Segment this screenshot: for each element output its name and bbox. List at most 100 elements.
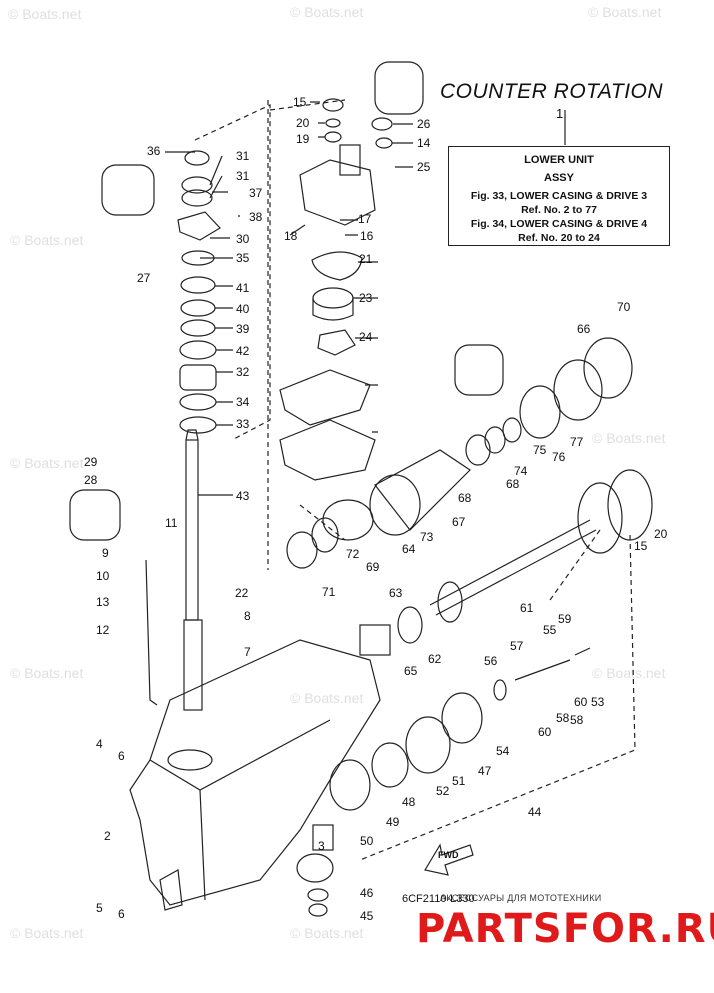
callout-number: 6	[118, 907, 125, 921]
callout-number: 66	[577, 322, 591, 336]
callout-number: 63	[389, 586, 403, 600]
callout-number: 23	[359, 291, 373, 305]
callout-number: 38	[249, 210, 263, 224]
callout-number: 67	[452, 515, 466, 529]
callout-number: 51	[452, 774, 466, 788]
callout-number: 10	[96, 569, 110, 583]
callout-number: 15	[293, 95, 307, 109]
callout-number: 69	[366, 560, 380, 574]
assembly-line-2: ASSY	[544, 172, 574, 184]
callout-number: 32	[236, 365, 250, 379]
watermark: © Boats.net	[588, 4, 662, 20]
callout-number: 58	[570, 713, 584, 727]
callout-number: 55	[543, 623, 557, 637]
assembly-line-3: Fig. 33, LOWER CASING & DRIVE 3	[470, 190, 648, 202]
callout-number: 29	[84, 455, 98, 469]
callout-number: 4	[96, 737, 103, 751]
watermark: © Boats.net	[592, 430, 666, 446]
callout-number: 7	[244, 645, 251, 659]
callout-number: 31	[236, 149, 250, 163]
diagram-code: 6CF2110-L330	[402, 893, 475, 905]
callout-number: 77	[570, 435, 584, 449]
callout-number: 17	[358, 212, 372, 226]
callout-number: 19	[296, 132, 310, 146]
watermark: © Boats.net	[10, 232, 84, 248]
callout-number: 33	[236, 417, 250, 431]
callout-number: 9	[102, 546, 109, 560]
callout-number: 14	[417, 136, 431, 150]
callout-number: 37	[249, 186, 263, 200]
assembly-line-5: Fig. 34, LOWER CASING & DRIVE 4	[470, 218, 648, 230]
callout-number: 39	[236, 322, 250, 336]
assembly-line-6: Ref. No. 20 to 24	[518, 232, 600, 244]
promo-text: АКСЕССУАРЫ ДЛЯ МОТОТЕХНИКИ	[440, 893, 602, 903]
callout-number: 30	[236, 232, 250, 246]
callout-number: 44	[528, 805, 542, 819]
watermark: © Boats.net	[10, 925, 84, 941]
fwd-label: FWD	[438, 850, 459, 860]
callout-number: 73	[420, 530, 434, 544]
callout-number: 2	[104, 829, 111, 843]
callout-number: 6	[118, 749, 125, 763]
callout-number: 42	[236, 344, 250, 358]
callout-number: 11	[165, 516, 178, 530]
callout-number: 48	[402, 795, 416, 809]
callout-number: 8	[244, 609, 251, 623]
callout-number: 22	[235, 586, 249, 600]
callout-number: 53	[591, 695, 605, 709]
watermark: © Boats.net	[290, 925, 364, 941]
callout-number: 20	[654, 527, 668, 541]
callout-number: 57	[510, 639, 524, 653]
callout-number: 13	[96, 595, 110, 609]
brand-logo: PARTSFOR.RU	[416, 906, 714, 952]
callout-number: 26	[417, 117, 431, 131]
callout-number: 40	[236, 302, 250, 316]
callout-number: 28	[84, 473, 98, 487]
watermark: © Boats.net	[8, 6, 82, 22]
callout-number: 76	[552, 450, 566, 464]
callout-number: 75	[533, 443, 547, 457]
callout-number: 3	[318, 839, 325, 853]
callout-number: 43	[236, 489, 250, 503]
callout-number: 52	[436, 784, 450, 798]
watermark: © Boats.net	[290, 4, 364, 20]
callout-number: 72	[346, 547, 360, 561]
callout-number: 59	[558, 612, 572, 626]
callout-number: 54	[496, 744, 510, 758]
watermark: © Boats.net	[290, 690, 364, 706]
callout-number: 49	[386, 815, 400, 829]
callout-number: 68	[506, 477, 520, 491]
callout-number: 5	[96, 901, 103, 915]
assembly-box: LOWER UNIT ASSY Fig. 33, LOWER CASING & …	[448, 146, 670, 246]
callout-number: 34	[236, 395, 250, 409]
callout-number: 45	[360, 909, 374, 923]
callout-number: 24	[359, 330, 373, 344]
assembly-ref-number: 1	[556, 106, 564, 121]
callout-number: 36	[147, 144, 161, 158]
callout-number: 12	[96, 623, 110, 637]
callout-number: 50	[360, 834, 374, 848]
callout-number: 25	[417, 160, 431, 174]
callout-number: 31	[236, 169, 250, 183]
callout-number: 46	[360, 886, 374, 900]
callout-number: 21	[359, 252, 373, 266]
callout-number: 62	[428, 652, 442, 666]
callout-number: 74	[514, 464, 528, 478]
callout-number: 71	[322, 585, 336, 599]
callout-number: 60	[538, 725, 552, 739]
callout-number: 18	[284, 229, 298, 243]
watermark: © Boats.net	[10, 455, 84, 471]
callout-number: 15	[634, 539, 648, 553]
diagram-title: COUNTER ROTATION	[440, 80, 664, 103]
callout-number: 64	[402, 542, 416, 556]
callout-number: 20	[296, 116, 310, 130]
callout-number: 68	[458, 491, 472, 505]
callout-number: 65	[404, 664, 418, 678]
callout-number: 16	[360, 229, 374, 243]
callout-number: 60	[574, 695, 588, 709]
callout-number: 58	[556, 711, 570, 725]
watermark: © Boats.net	[10, 665, 84, 681]
callout-number: 61	[520, 601, 534, 615]
assembly-line-1: LOWER UNIT	[524, 154, 594, 166]
